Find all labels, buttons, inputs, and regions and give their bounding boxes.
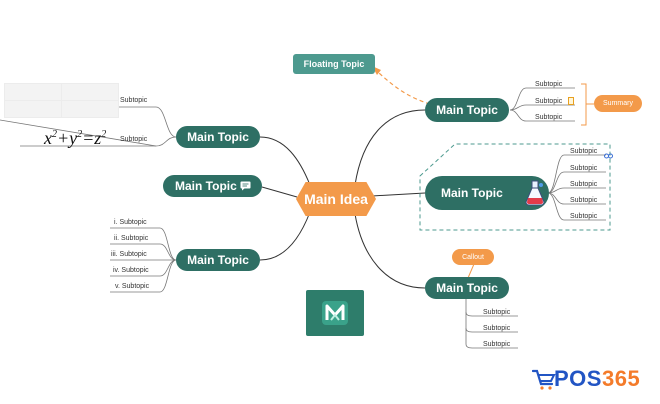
main-topic-top-right[interactable]: Main Topic	[425, 98, 509, 122]
connector-central-top-right	[354, 109, 426, 186]
flask-icon	[523, 180, 547, 206]
floating-connector	[377, 71, 431, 105]
summary-bracket	[581, 83, 594, 126]
note-icon	[568, 97, 574, 105]
callout-label[interactable]: Callout	[452, 249, 494, 265]
main-topic-middle-left-label: Main Topic	[175, 179, 237, 193]
table-cell	[4, 100, 62, 118]
main-topic-middle-right-label: Main Topic	[441, 186, 503, 200]
subtopic[interactable]: Subtopic	[483, 325, 511, 332]
main-topic-top-left[interactable]: Main Topic	[176, 126, 260, 148]
callout-frame	[419, 143, 611, 231]
brand-prefix: POS	[554, 366, 602, 391]
subtopic[interactable]: Subtopic	[535, 81, 563, 88]
table-cell	[61, 83, 119, 101]
subtopic[interactable]: ii. Subtopic	[114, 235, 149, 242]
subtopic[interactable]: Subtopic	[570, 148, 598, 155]
subtopic[interactable]: Subtopic	[570, 213, 598, 220]
subtopic[interactable]: Subtopic	[120, 97, 148, 104]
connector-central-middle-right	[371, 192, 426, 197]
subtopic[interactable]: Subtopic	[483, 309, 511, 316]
subtopic[interactable]: i. Subtopic	[114, 219, 147, 226]
connector-central-bottom-right	[354, 213, 426, 289]
subtopic[interactable]: Subtopic	[570, 165, 598, 172]
subtopic-table	[4, 83, 119, 118]
table-cell	[4, 83, 62, 101]
cart-icon	[531, 368, 556, 395]
subtopic[interactable]: Subtopic	[570, 197, 598, 204]
subtopic[interactable]: Subtopic	[535, 114, 563, 121]
main-topic-bottom-right[interactable]: Main Topic	[425, 277, 509, 299]
comment-icon	[240, 180, 251, 194]
floating-topic[interactable]: Floating Topic	[293, 54, 375, 74]
table-cell	[61, 100, 119, 118]
connector-central-middle-left	[261, 186, 298, 198]
connector-central-bottom-left	[259, 211, 311, 261]
link-icon	[604, 147, 613, 165]
summary-label[interactable]: Summary	[594, 95, 642, 112]
subtopic[interactable]: iv. Subtopic	[113, 267, 149, 274]
subtopic[interactable]: Subtopic	[483, 341, 511, 348]
subtopic[interactable]: iii. Subtopic	[111, 251, 147, 258]
mindmaster-logo-icon	[306, 290, 364, 336]
central-topic[interactable]: Main Idea	[296, 182, 376, 216]
main-topic-middle-left[interactable]: Main Topic	[163, 175, 262, 197]
brand-number: 365	[601, 366, 641, 391]
equation-formula: x2+y2=z2	[44, 128, 107, 148]
subtopic[interactable]: Subtopic	[570, 181, 598, 188]
subtopic[interactable]: Subtopic	[535, 98, 563, 105]
main-topic-bottom-left[interactable]: Main Topic	[176, 249, 260, 271]
subtopic[interactable]: Subtopic	[120, 136, 148, 143]
brand-logo: POS365	[554, 366, 640, 392]
connector-central-top-left	[259, 136, 311, 186]
main-topic-middle-right[interactable]: Main Topic	[425, 176, 549, 210]
subtopic[interactable]: v. Subtopic	[115, 283, 150, 290]
